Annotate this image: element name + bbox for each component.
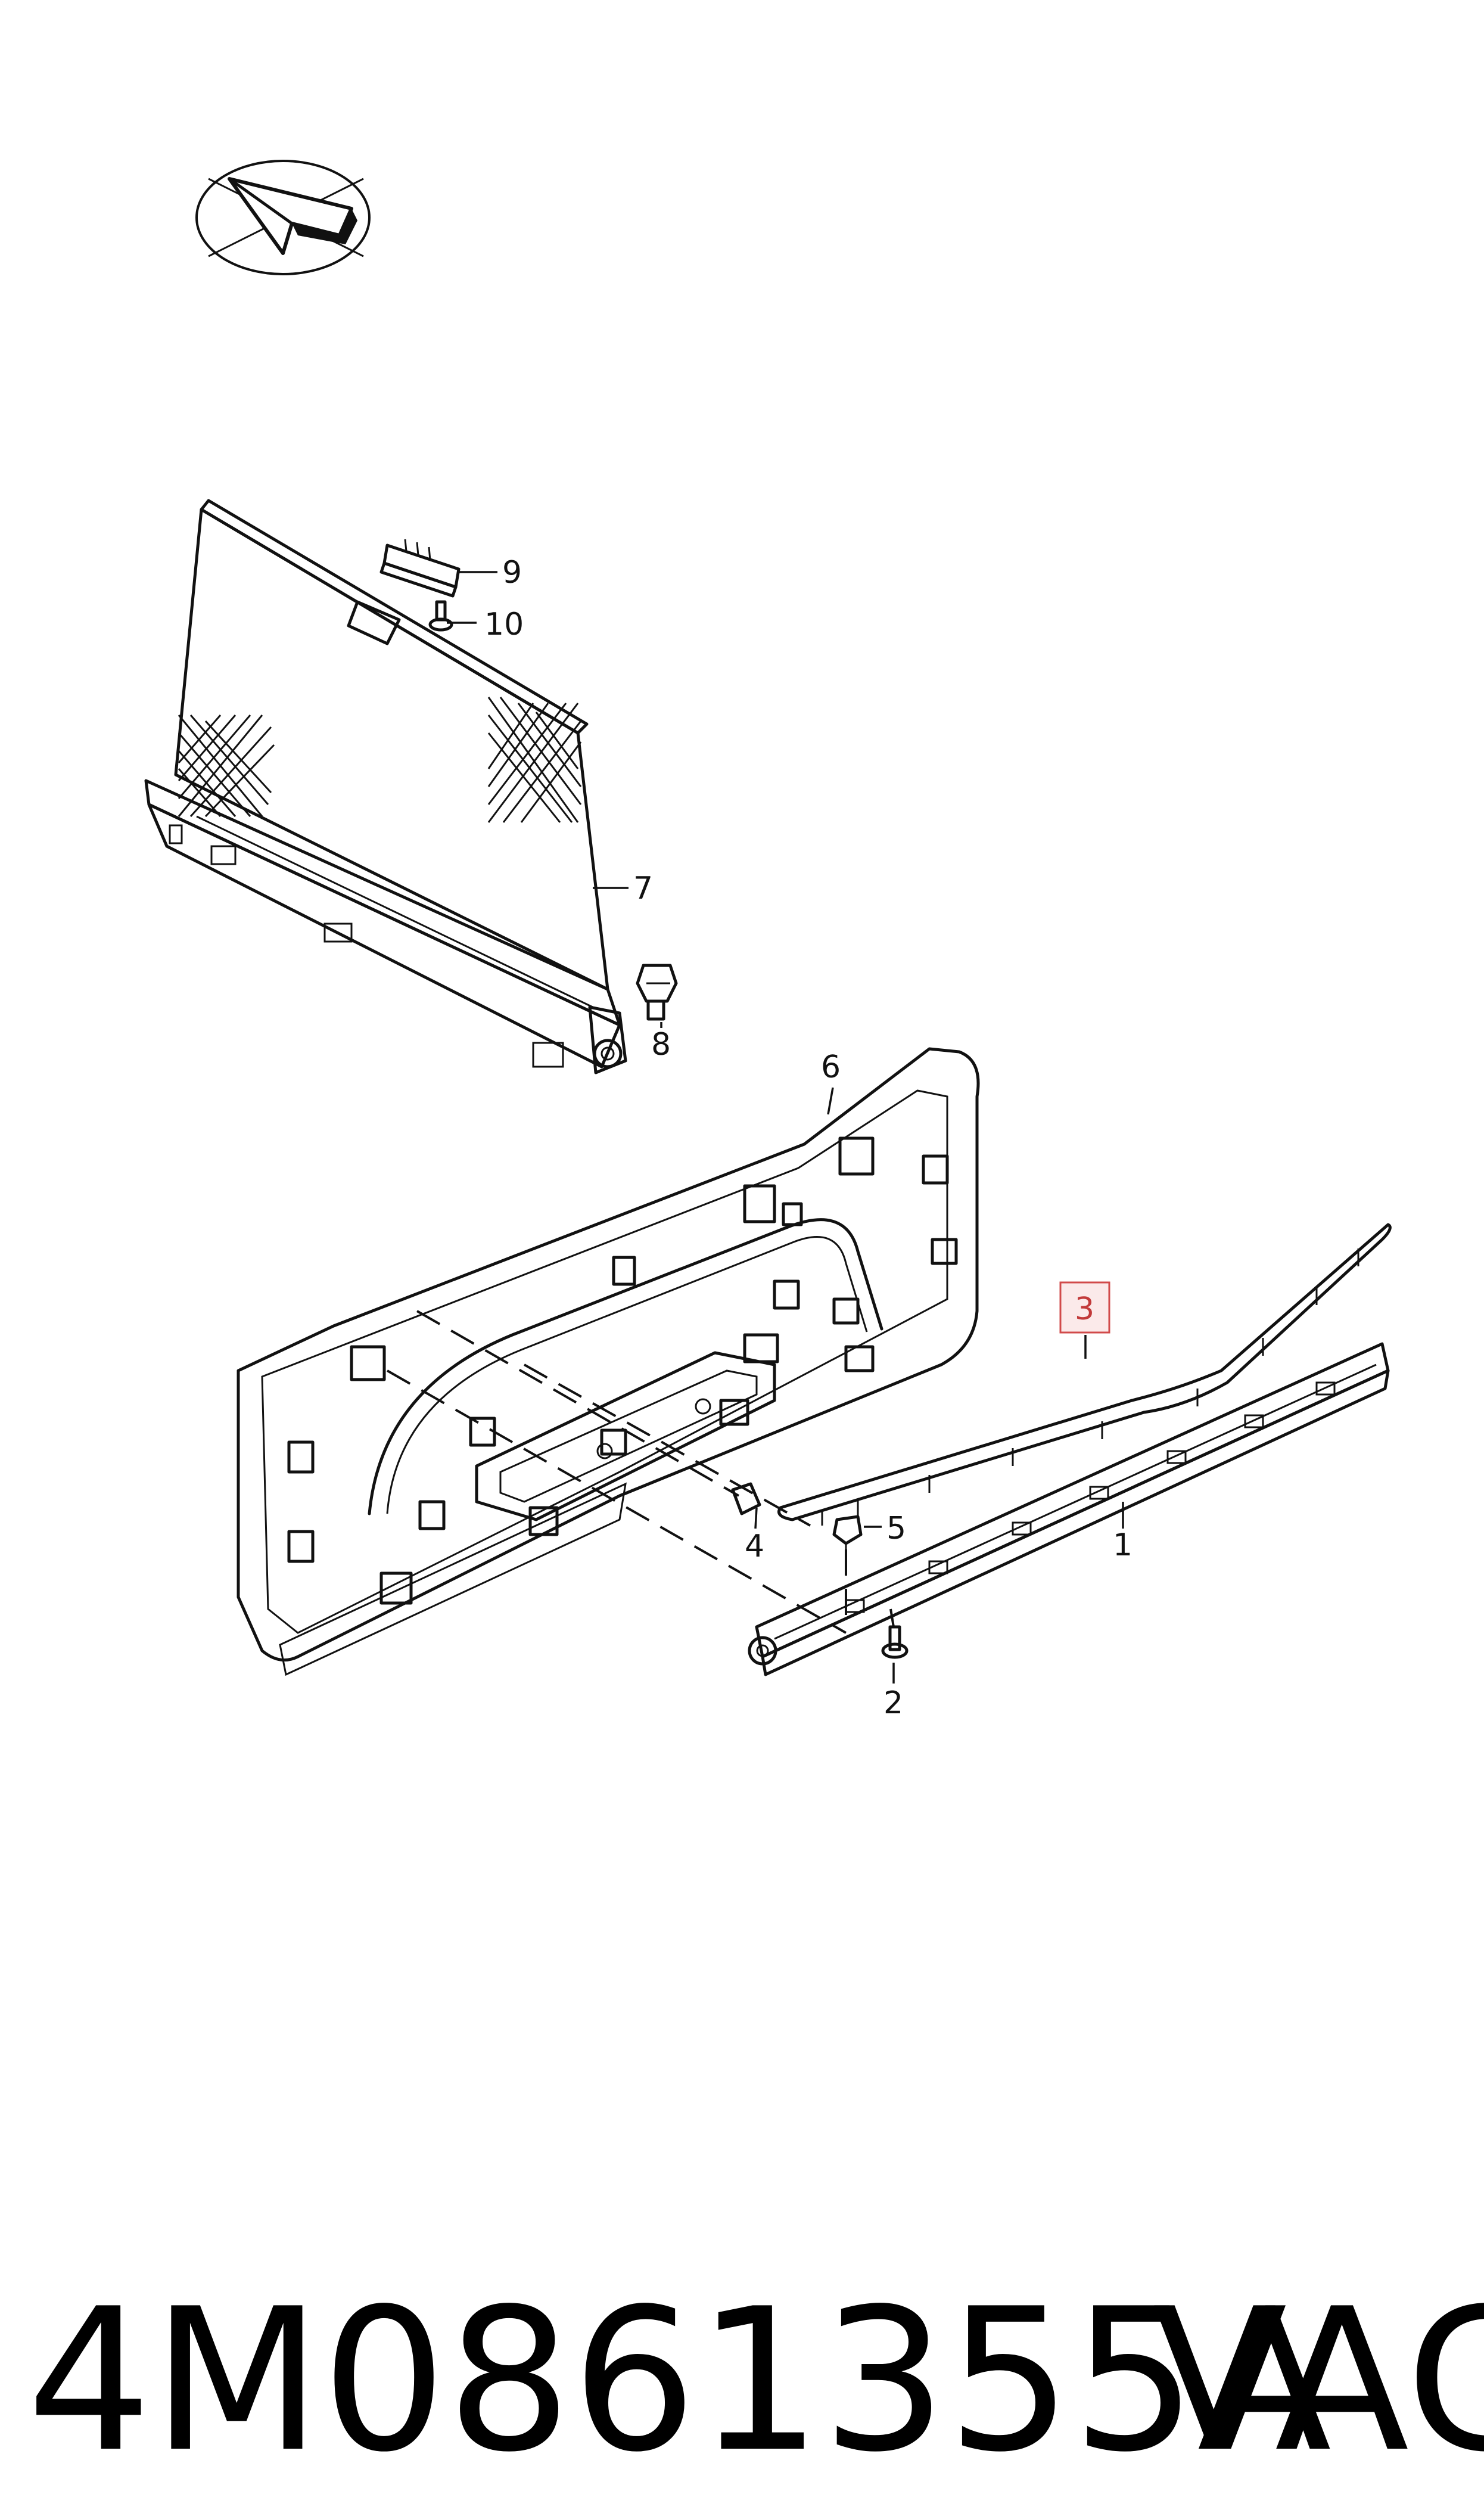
leader-lines [447,571,1124,1684]
callout-3-highlight[interactable]: 3 [1059,1281,1110,1334]
part-10-screw [428,600,453,632]
part-2-screw [881,1625,909,1659]
callout-1: 1 [1113,1527,1133,1563]
callout-6: 6 [821,1049,841,1085]
callout-9: 9 [502,555,522,591]
callout-4: 4 [745,1529,764,1564]
callout-10: 10 [484,607,524,642]
callout-5: 5 [886,1511,906,1546]
callout-7: 7 [633,871,653,906]
part-3-trim-strip [777,1223,1392,1526]
direction-indicator-icon [195,160,371,275]
part-9-clip [379,539,461,598]
part-4-clip [731,1482,761,1515]
part-5-clip [832,1515,863,1555]
assembly-lines [387,1310,895,1634]
part-8-bolt [636,964,678,1021]
part-1-rail [748,1342,1390,1676]
callout-8: 8 [651,1027,671,1063]
part-6-trim-panel [237,1047,980,1676]
callout-2: 2 [883,1685,903,1721]
part-number: 4M0861355A [27,2266,1332,2495]
brand-label: VAG [1153,2266,1484,2495]
part-7-cargo-net [144,499,627,1074]
callout-3: 3 [1075,1291,1094,1327]
